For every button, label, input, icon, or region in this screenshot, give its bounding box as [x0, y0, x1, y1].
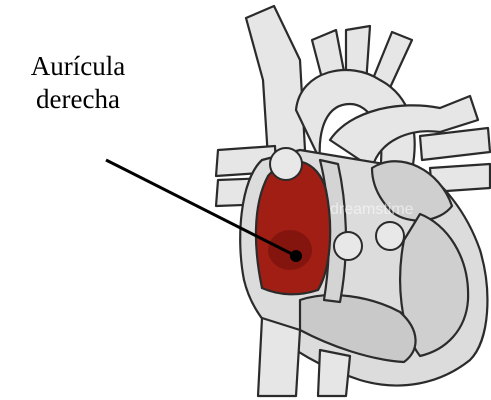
label-auricula-derecha: Aurícula derecha: [8, 50, 148, 116]
superior-vena-cava: [246, 6, 305, 158]
inferior-vena-cava: [258, 318, 300, 396]
watermark-text: dreamstime: [330, 201, 414, 218]
pulmonary-valve: [334, 232, 362, 260]
label-line-2: derecha: [8, 83, 148, 116]
right-atrium: [256, 161, 330, 294]
pointer-dot: [290, 250, 302, 262]
label-line-1: Aurícula: [8, 50, 148, 83]
svc-opening: [270, 148, 302, 180]
descending-aorta: [318, 350, 350, 396]
aortic-valve: [376, 222, 404, 250]
right-atrium-shadow: [268, 230, 312, 270]
pulmonary-vessel-right-1: [420, 128, 490, 160]
